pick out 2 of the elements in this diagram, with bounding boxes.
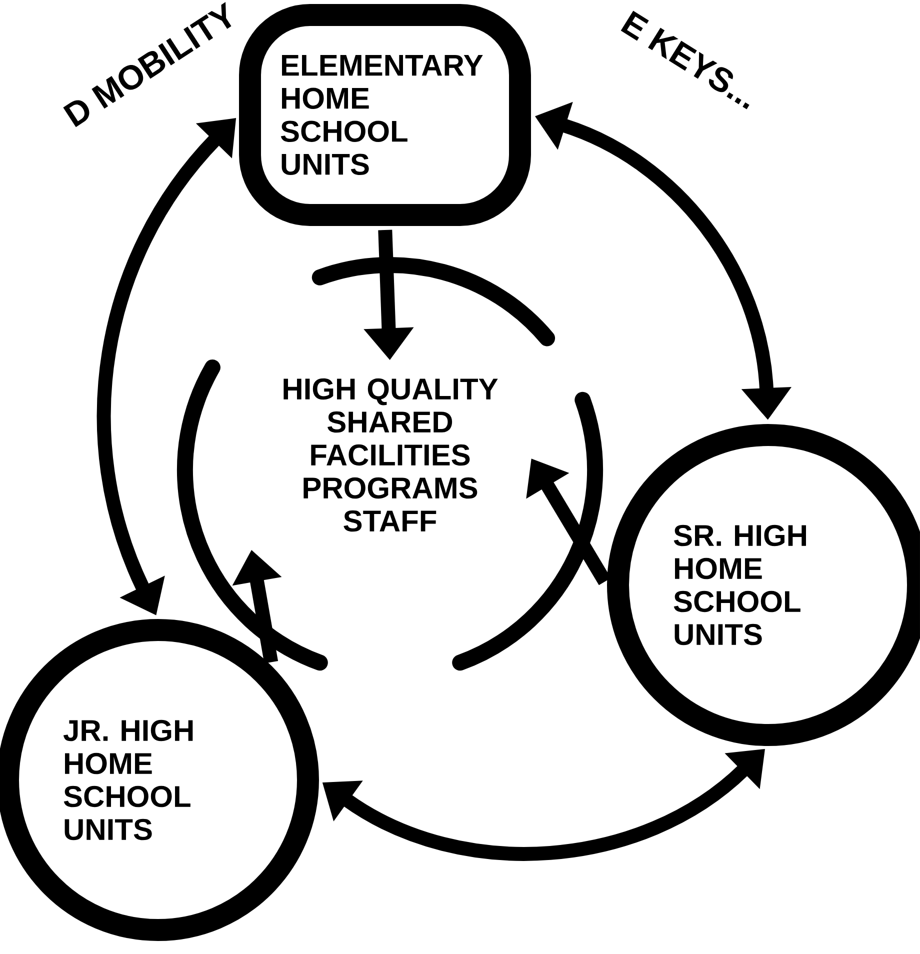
school-box: ELEMENTARY HOME SCHOOL UNITS — [239, 4, 531, 226]
center-text: HIGH QUALITY SHARED FACILITIES PROGRAMS STAFF — [284, 378, 498, 532]
